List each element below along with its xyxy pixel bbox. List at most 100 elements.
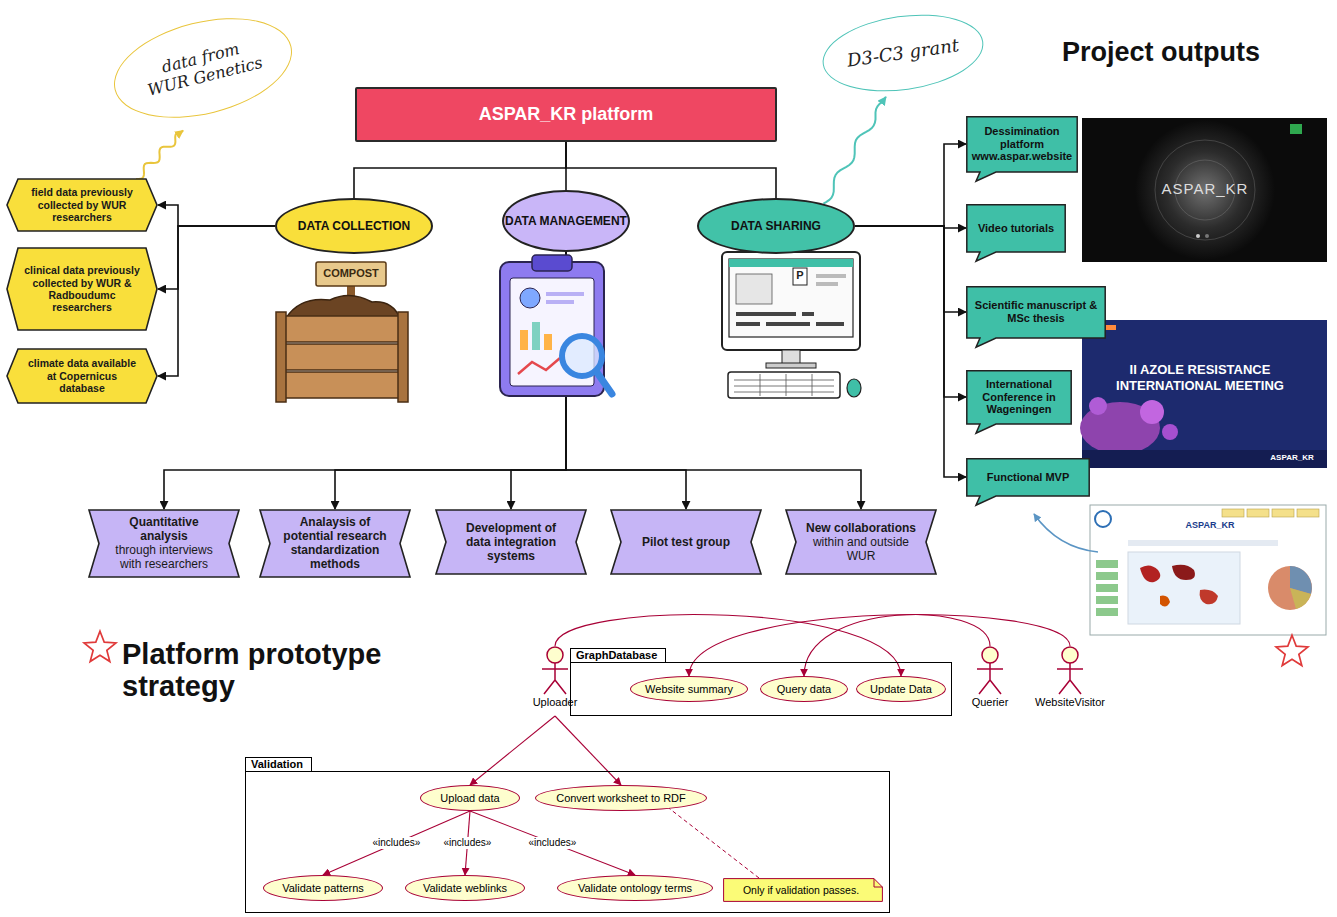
clipboard-illustration (532, 255, 572, 271)
connector (158, 205, 275, 226)
use-case: Query data (760, 676, 848, 702)
actor-outline (547, 647, 563, 663)
node-body: through interviews with researchers (106, 543, 222, 571)
monitor-illustration (729, 259, 853, 337)
screen-text: P (793, 269, 807, 282)
note-outline (724, 879, 883, 902)
node-text: Video tutorials (978, 222, 1054, 235)
task-ribbon: Analaysis of potential research standard… (259, 509, 411, 578)
use-case: Validate ontology terms (557, 875, 713, 901)
conference-poster (1080, 320, 1327, 468)
clipboard-illustration (500, 255, 612, 396)
task-ribbon: Pilot test group (610, 509, 762, 575)
connector (566, 252, 861, 509)
platform-box: ASPAR_KR platform (355, 87, 777, 142)
mvp-screenshot (1297, 509, 1319, 517)
conference-poster (1082, 450, 1327, 468)
source-hexagon: clinical data previously collected by WU… (6, 247, 158, 331)
clipboard-illustration (500, 262, 604, 396)
connector (804, 615, 990, 676)
mvp-screenshot (1268, 566, 1312, 610)
task-ribbon: Development of data integration systems (435, 509, 587, 575)
node-text: International Conference in Wageningen (972, 378, 1066, 417)
actor-outline (977, 663, 1003, 694)
node-text: DATA COLLECTION (298, 219, 410, 233)
pointer-arrow (1034, 514, 1098, 552)
pkg-outline (571, 663, 952, 716)
connector (566, 142, 776, 198)
node-text: Validate patterns (282, 882, 364, 895)
node-text: Convert worksheet to RDF (556, 792, 686, 805)
output-callout: Video tutorials (966, 204, 1066, 262)
monitor-illustration (816, 322, 844, 326)
mvp-screenshot (1090, 505, 1326, 635)
connector (158, 226, 275, 376)
website-screenshot (1082, 118, 1327, 262)
image-text: ASPAR_KR (1150, 520, 1270, 531)
node-text: Development of data integration systems (453, 521, 569, 563)
node-text: Pilot test group (642, 535, 730, 549)
node-body: within and outside WUR (803, 535, 919, 563)
connector (470, 716, 555, 785)
monitor-illustration (728, 372, 840, 398)
monitor-illustration (722, 252, 861, 398)
node-text: clinical data previously collected by WU… (23, 264, 141, 314)
monitor-illustration (816, 282, 838, 286)
speech-outline (967, 205, 1065, 261)
node-text: data from WUR Genetics (140, 35, 266, 101)
conference-poster (1089, 397, 1107, 415)
monitor-illustration (793, 268, 807, 285)
speech-outline (967, 459, 1089, 505)
mvp-screenshot (1095, 511, 1111, 527)
compost-crate (280, 316, 404, 342)
ribbon-outline (786, 510, 936, 574)
node-text: WebsiteVisitor (1020, 696, 1120, 709)
image-text: ASPAR_KR (1262, 453, 1322, 463)
node-text: Query data (777, 683, 831, 696)
actor-outline (982, 647, 998, 663)
ribbon-outline (436, 510, 586, 574)
monitor-illustration (729, 259, 853, 267)
pkg-outline (246, 772, 890, 913)
package: GraphDatabaseWebsite summaryQuery dataUp… (570, 648, 952, 716)
connector (555, 716, 621, 785)
node-text: Only if validation passes. (743, 884, 859, 896)
hex-outline (7, 179, 157, 231)
monitor-illustration (734, 374, 834, 396)
use-case: Update Data (856, 676, 946, 702)
node-text: Analaysis of potential research standard… (277, 515, 393, 572)
edge-label: «includes» (442, 837, 494, 849)
clipboard-illustration (520, 288, 540, 308)
monitor-illustration (766, 363, 816, 368)
node-text: Website summary (645, 683, 733, 696)
compost-crate (276, 262, 408, 402)
source-hexagon: field data previously collected by WUR r… (6, 178, 158, 232)
node-text: Validate ontology terms (578, 882, 692, 895)
mvp-screenshot (1160, 596, 1170, 607)
monitor-illustration (816, 274, 846, 278)
output-callout: Dessimination platform www.aspar.website (966, 116, 1078, 182)
category-oval: DATA MANAGEMENT (502, 190, 630, 252)
connector (470, 811, 635, 875)
monitor-illustration (736, 322, 760, 326)
actor: Querier (950, 646, 1030, 716)
pkg-outline (246, 758, 312, 772)
mvp-screenshot (1140, 565, 1160, 582)
monitor-illustration (802, 312, 814, 316)
use-case: Validate weblinks (405, 875, 525, 901)
mvp-screenshot (1247, 509, 1269, 517)
connector (823, 97, 886, 204)
sign-text: COMPOST (316, 267, 386, 280)
actor-outline (1057, 663, 1083, 694)
speech-outline (967, 371, 1071, 433)
note-bubble: data from WUR Genetics (104, 1, 303, 134)
mvp-screenshot (1096, 572, 1118, 580)
connector (855, 144, 966, 226)
mvp-screenshot (1096, 596, 1118, 604)
compost-crate (280, 372, 404, 398)
use-case: Validate patterns (263, 875, 383, 901)
clipboard-illustration (546, 300, 574, 304)
mvp-screenshot (1172, 565, 1195, 580)
use-case: Upload data (420, 785, 520, 811)
star-mark (1276, 635, 1308, 665)
